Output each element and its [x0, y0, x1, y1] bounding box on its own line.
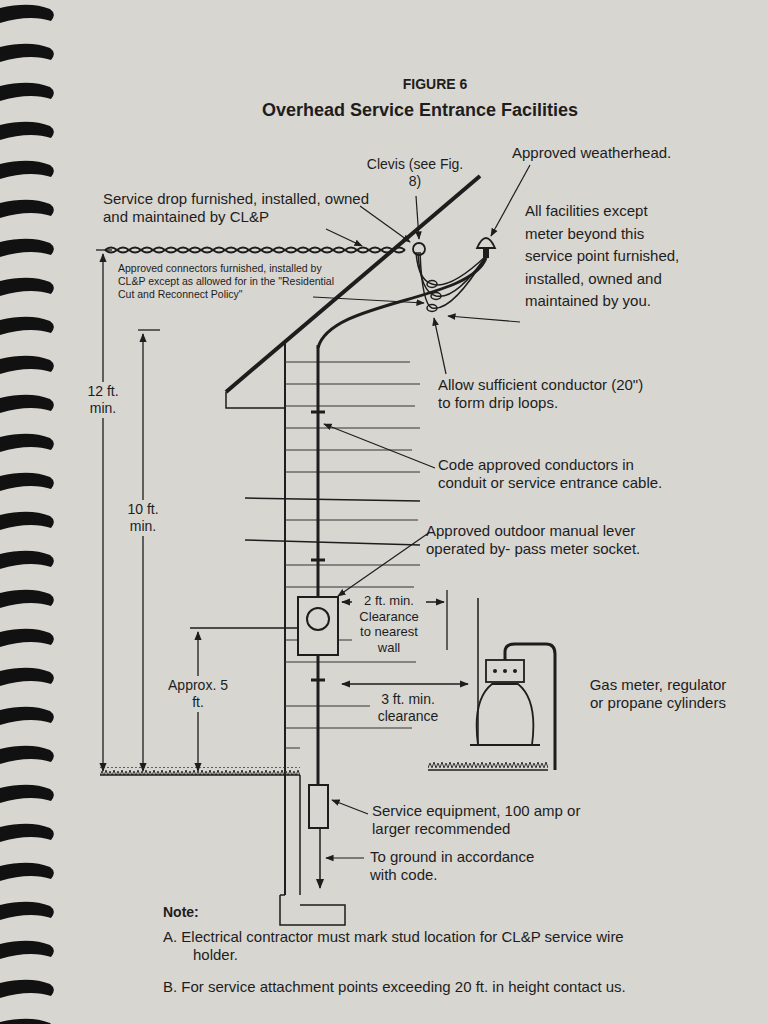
drip-loop — [416, 252, 486, 312]
gas-meter-dial — [493, 669, 517, 673]
callout-note: Approved connectors furnished, installed… — [118, 262, 338, 301]
leader-line — [313, 165, 530, 858]
callout-label: To ground in accordance with code. — [370, 848, 560, 884]
wall-line — [477, 598, 479, 745]
ground-line — [428, 769, 548, 771]
ground-line — [100, 774, 300, 776]
service-drop — [105, 248, 405, 253]
figure-number: FIGURE 6 — [335, 76, 535, 93]
meter — [307, 608, 329, 630]
dimension-label: 10 ft. min. — [121, 500, 165, 536]
ground-grass — [428, 762, 548, 770]
clevis — [413, 243, 425, 255]
dimension-line — [96, 250, 468, 771]
service-equipment — [309, 785, 328, 828]
callout-label: Allow sufficient conductor (20") to form… — [438, 376, 648, 412]
figure-title: Overhead Service Entrance Facilities — [190, 100, 650, 122]
mast — [318, 258, 486, 348]
ground-wire — [319, 828, 321, 888]
meter-socket — [298, 597, 338, 655]
note-text: A. Electrical contractor must mark stud … — [163, 928, 663, 964]
dimension-label: 3 ft. min. clearance — [370, 690, 446, 726]
callout-label: Approved weatherhead. — [512, 144, 702, 162]
callout-label: Service equipment, 100 amp or larger rec… — [372, 802, 612, 838]
callout-label: Service drop furnished, installed, owned… — [103, 190, 378, 226]
callout-label: Clevis (see Fig. 8) — [365, 156, 465, 190]
dimension-label: 12 ft. min. — [81, 382, 125, 418]
callout-label: All facilities except meter beyond this … — [525, 200, 690, 313]
dimension-label: 2 ft. min. Clearance to nearest wall — [352, 592, 426, 656]
weatherhead — [477, 238, 495, 248]
note-text: B. For service attachment points exceedi… — [163, 978, 743, 996]
callout-label: Gas meter, regulator or propane cylinder… — [588, 676, 728, 712]
callout-label: Approved outdoor manual lever operated b… — [426, 522, 688, 558]
ground-grass — [100, 767, 300, 775]
dimension-label: Approx. 5 ft. — [166, 676, 230, 712]
note-heading: Note: — [163, 904, 199, 921]
callout-label: Code approved conductors in conduit or s… — [438, 456, 678, 492]
spiral-binding — [0, 0, 60, 1024]
gas-meter — [470, 644, 555, 770]
conduit — [317, 655, 320, 785]
service-drop — [105, 248, 405, 253]
